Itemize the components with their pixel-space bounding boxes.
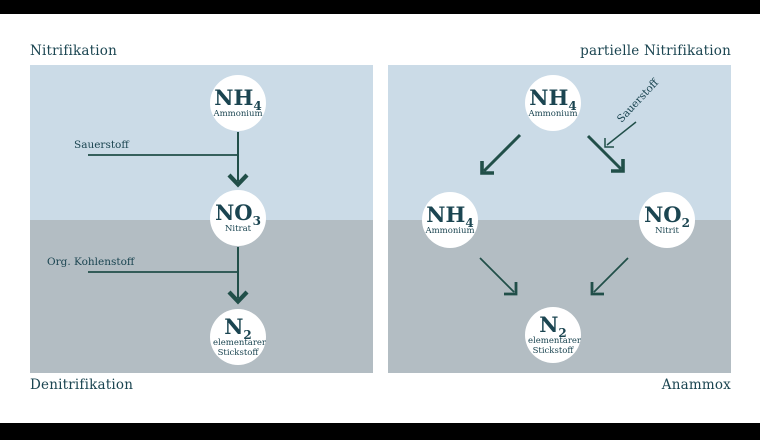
formula-subscript: 2 [243, 327, 252, 342]
title-denitrifikation: Denitrifikation [30, 377, 134, 393]
node-nitrat: NO3 Nitrat [210, 190, 266, 246]
node-ammonium-top: NH4 Ammonium [525, 75, 581, 131]
node-formula: NH4 [426, 201, 473, 229]
node-elementarer-stickstoff: N2 elementarer Stickstoff [525, 307, 581, 363]
right-panel-arrows [479, 121, 637, 296]
node-ammonium: NH4 Ammonium [210, 75, 266, 131]
node-label: Nitrat [224, 223, 252, 234]
node-ammonium-left: NH4 Ammonium [422, 192, 478, 248]
formula-main: N [539, 311, 559, 337]
formula-main: NO [215, 199, 253, 225]
panel-partial-nitrification-anammox: Sauerstoff NH4 Ammonium NH4 Ammonium NO2… [388, 65, 731, 373]
oxygen-label: Sauerstoff [74, 139, 129, 151]
node-elementarer-stickstoff: N2 elementarer Stickstoff [210, 309, 266, 365]
formula-main: N [224, 313, 244, 339]
node-label: Ammonium [528, 108, 578, 119]
formula-main: NH [214, 84, 254, 110]
node-label: elementarer Stickstoff [213, 337, 266, 358]
formula-main: NH [426, 201, 466, 227]
panel-nitrification-denitrification: Sauerstoff Org. Kohlenstoff NH4 Ammonium… [30, 65, 373, 373]
formula-main: NO [644, 201, 682, 227]
node-formula: NH4 [529, 84, 576, 112]
node-label: Nitrit [655, 225, 679, 236]
top-letterbox-bar [0, 0, 760, 14]
formula-subscript: 3 [252, 213, 261, 228]
node-formula: NO2 [644, 201, 690, 229]
node-formula: NO3 [215, 199, 261, 227]
formula-subscript: 4 [465, 215, 474, 230]
formula-main: NH [529, 84, 569, 110]
formula-subscript: 4 [253, 98, 262, 113]
node-formula: N2 [224, 313, 252, 341]
bottom-letterbox-bar [0, 423, 760, 440]
node-label: Ammonium [213, 108, 263, 119]
node-label: elementarer Stickstoff [528, 335, 581, 356]
formula-subscript: 2 [681, 215, 690, 230]
formula-subscript: 4 [568, 98, 577, 113]
left-water-lower-layer [30, 220, 373, 373]
organic-carbon-label: Org. Kohlenstoff [47, 256, 135, 268]
formula-subscript: 2 [558, 325, 567, 340]
title-partielle-nitrifikation: partielle Nitrifikation [580, 43, 731, 59]
title-anammox: Anammox [661, 377, 731, 393]
node-formula: NH4 [214, 84, 261, 112]
node-nitrit: NO2 Nitrit [639, 192, 695, 248]
node-label: Ammonium [425, 225, 475, 236]
left-water-upper-layer [30, 65, 373, 220]
node-formula: N2 [539, 311, 567, 339]
title-nitrifikation: Nitrifikation [30, 43, 118, 59]
left-panel-arrows [88, 132, 249, 305]
